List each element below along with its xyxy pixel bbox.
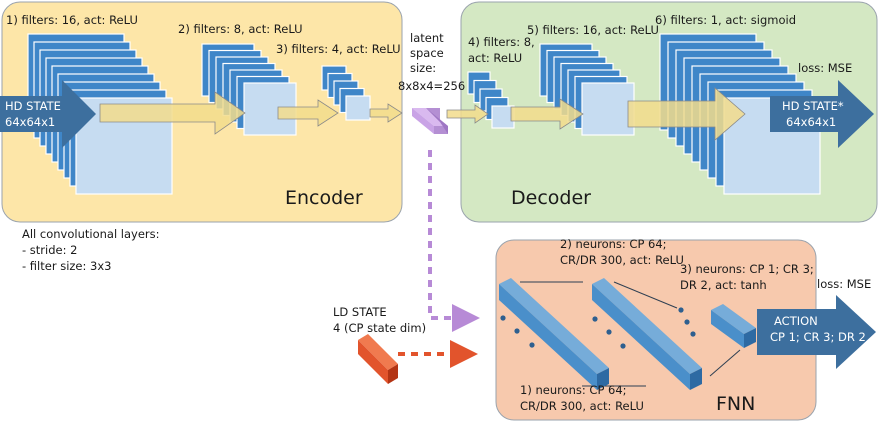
latent-label-line3: size: [410, 61, 436, 75]
flow-arrows [99, 87, 746, 141]
ld-state-dim: 4 (CP state dim) [333, 321, 426, 335]
feature-map [345, 95, 371, 121]
conv-notes-filter-size: - filter size: 3x3 [22, 259, 111, 273]
decoder-layer-5-label: 5) filters: 16, act: ReLU [527, 23, 659, 37]
encoder-layer-3-label: 3) filters: 4, act: ReLU [276, 42, 401, 56]
decoder-layer-4-label-line1: 4) filters: 8, [468, 35, 535, 49]
latent-label-line1: latent [410, 31, 444, 45]
action-values: CP 1; CR 3; DR 2 [770, 330, 866, 344]
ld-state-block [358, 334, 398, 384]
encoder-layer-2-stack [201, 43, 297, 136]
hd-state-input-label: HD STATE [5, 99, 61, 113]
hd-state-output-label: HD STATE* [782, 99, 844, 113]
fnn-layer-1-label-line1: 1) neurons: CP 64; [520, 383, 627, 397]
latent-cube [412, 108, 448, 134]
conv-notes-stride: - stride: 2 [22, 243, 77, 257]
action-output-arrow [757, 295, 876, 369]
conv-notes-heading: All convolutional layers: [22, 227, 160, 241]
encoder-layer-2-label: 2) filters: 8, act: ReLU [178, 22, 303, 36]
encoder-layer-1-label: 1) filters: 16, act: ReLU [6, 13, 138, 27]
decoder-layer-4-label-line2: act: ReLU [468, 51, 522, 65]
fnn-ellipsis-dots [500, 307, 696, 349]
latent-label-line4: 8x8x4=256 [398, 79, 465, 93]
ld-state-label: LD STATE [333, 305, 387, 319]
fnn-title: FNN [716, 393, 755, 415]
decoder-layer-5-stack [539, 43, 635, 136]
fnn-layer-1-bar [499, 278, 609, 390]
fnn-layer-2-label-line1: 2) neurons: CP 64; [560, 237, 667, 251]
fnn-layer-2-bar [592, 278, 702, 390]
flow-arrow-5 [510, 98, 584, 130]
fnn-loss-label: loss: MSE [817, 277, 871, 291]
decoder-title: Decoder [511, 187, 591, 209]
flow-arrow-4 [446, 104, 489, 124]
hd-state-output-size: 64x64x1 [786, 115, 836, 129]
flow-arrow-2 [277, 99, 339, 127]
decoder-layer-6-label: 6) filters: 1, act: sigmoid [655, 13, 796, 27]
flow-arrow-6 [627, 87, 746, 141]
hd-state-input-arrow [0, 80, 96, 148]
decoder-loss-label: loss: MSE [798, 61, 852, 75]
action-label: ACTION [774, 314, 818, 328]
latent-label-line2: space [410, 46, 444, 60]
fnn-layer-2-label-line2: CR/DR 300, act: ReLU [560, 253, 684, 267]
fnn-layer-1-label-line2: CR/DR 300, act: ReLU [520, 399, 644, 413]
flow-arrow-1 [99, 91, 246, 135]
decoder-layer-4-stack [467, 71, 515, 129]
fnn-layer-3-label-line1: 3) neurons: CP 1; CR 3; [680, 262, 814, 276]
fnn-layer-3-label-line2: DR 2, act: tanh [680, 278, 767, 292]
hd-state-output-arrow [770, 80, 874, 148]
latent-to-fnn-connector [428, 150, 480, 332]
fnn-layer-3-bar [711, 304, 756, 348]
hd-state-input-size: 64x64x1 [5, 115, 55, 129]
feature-map [581, 82, 635, 136]
encoder-layer-3-stack [321, 65, 371, 121]
encoder-title: Encoder [285, 187, 363, 209]
flow-arrow-3 [369, 103, 403, 123]
